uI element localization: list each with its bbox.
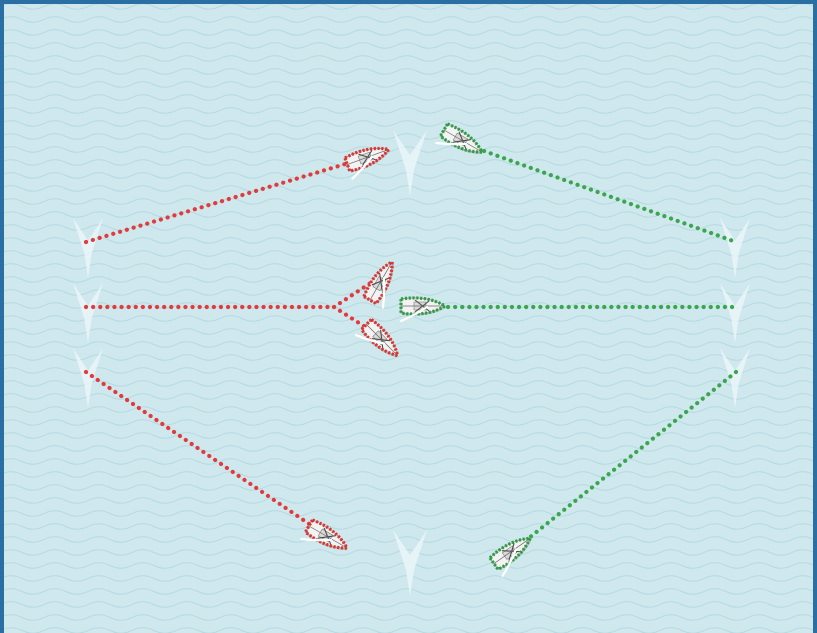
red-boat-middle-upper [361,259,395,309]
wind-arrow-right-1 [720,218,750,278]
green-track-top [481,148,739,245]
wind-arrow-left-3 [73,348,103,408]
wind-arrow-left-2 [73,283,103,343]
green-track-bottom [521,369,739,545]
green-boat-bottom [487,536,533,578]
wind-arrow-right-3 [720,348,750,408]
red-track-middle-branch-up [331,279,375,310]
red-boat-middle-lower [354,317,400,358]
wind-arrow-left-1 [73,218,103,278]
wind-arrow-bottom-center [393,530,427,596]
green-boat-top [435,121,485,155]
wind-arrow-top-center [393,130,427,196]
wind-arrow-right-2 [720,283,750,343]
red-track-middle-branch-down [331,304,373,333]
red-track-bottom [83,369,321,533]
green-boat-middle [399,296,449,323]
red-boat-top [342,146,392,180]
red-boat-bottom [300,517,350,551]
